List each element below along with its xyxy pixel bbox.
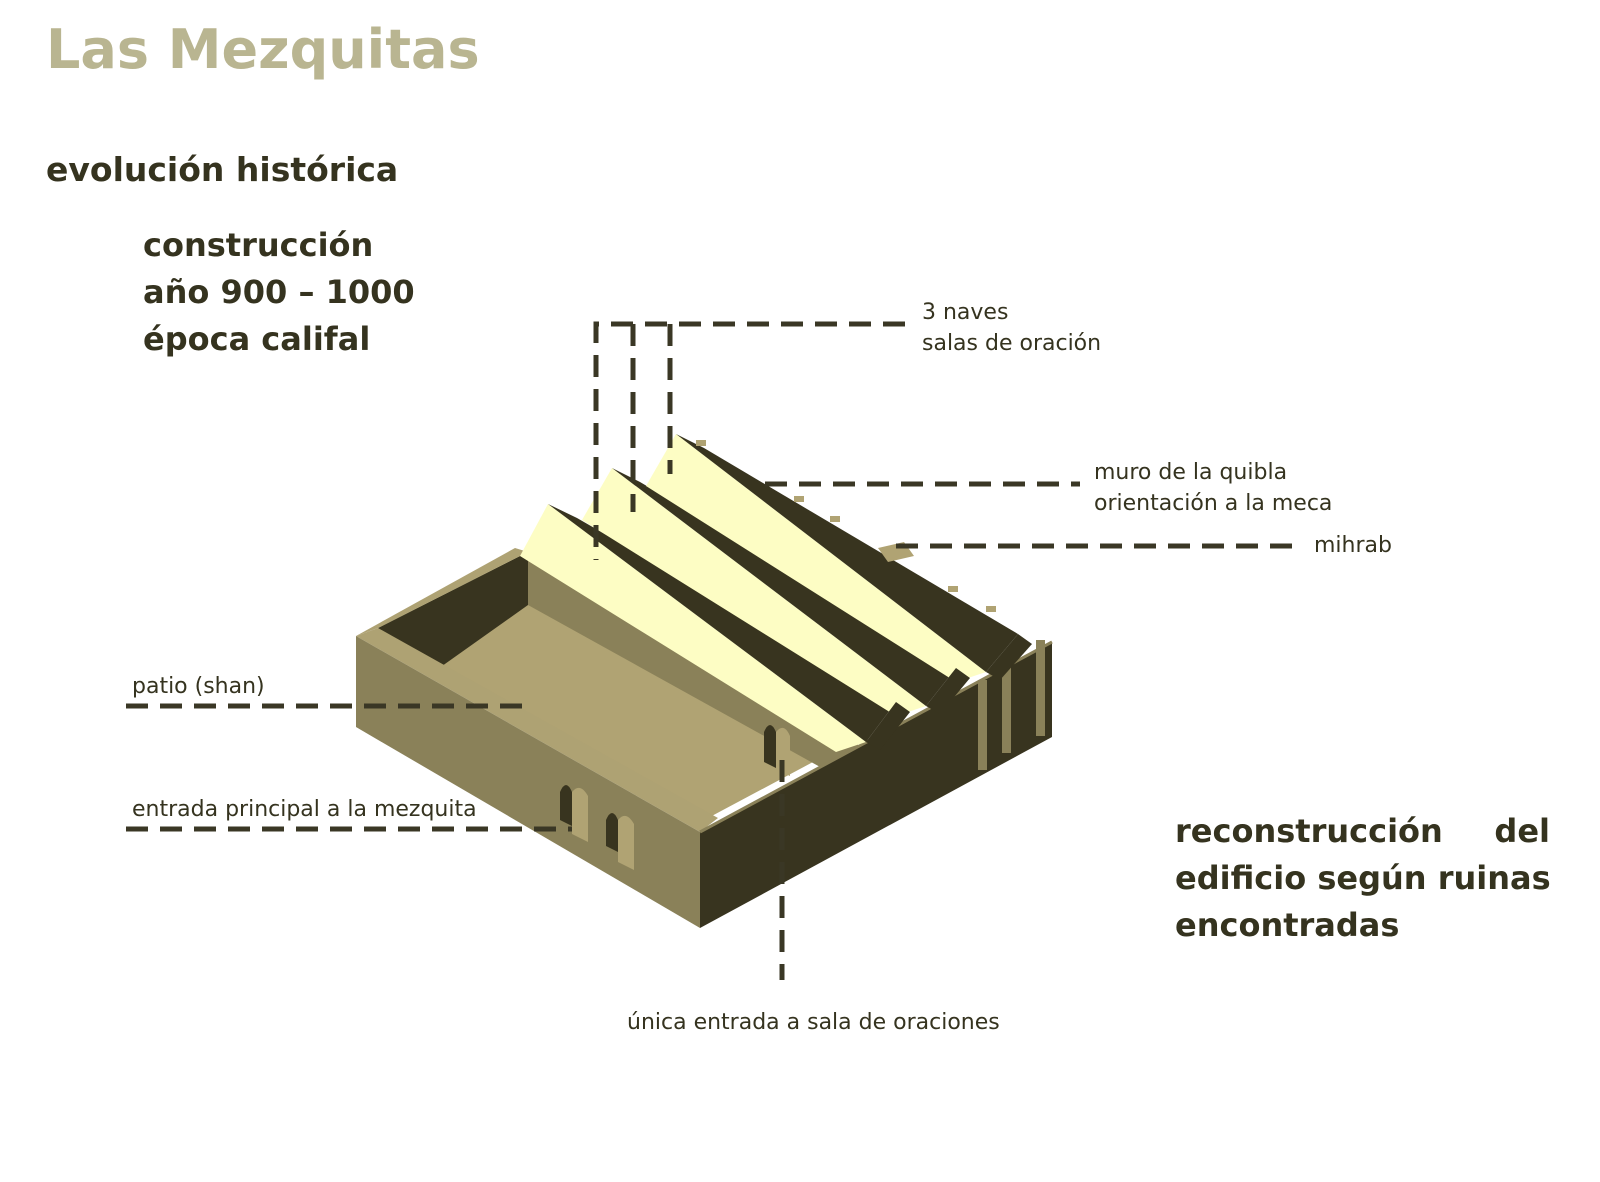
- stud-3: [830, 516, 840, 522]
- pilaster-3: [1036, 640, 1045, 736]
- page-title: Las Mezquitas: [46, 18, 480, 81]
- wall-rim-left: [356, 548, 528, 636]
- reconstruction-note: reconstrucción del edificio según ruinas…: [1175, 808, 1551, 949]
- construction-info: construcción año 900 – 1000 época califa…: [143, 222, 415, 363]
- wall-rim-front: [356, 628, 718, 832]
- label-unica-entrada: única entrada a sala de oraciones: [627, 1010, 1000, 1035]
- pilaster-2: [1002, 665, 1011, 753]
- patio-inner-wall-left: [378, 552, 528, 676]
- roof-nave-2: [582, 468, 956, 716]
- stud-4: [948, 586, 958, 592]
- label-naves-count: 3 naves: [922, 300, 1009, 325]
- label-quibla-wall: muro de la quibla: [1094, 460, 1288, 485]
- label-mihrab: mihrab: [1314, 533, 1392, 558]
- stud-5: [986, 606, 996, 612]
- leader-naves: [593, 321, 905, 560]
- label-patio: patio (shan): [132, 674, 265, 699]
- label-quibla-orientation: orientación a la meca: [1094, 491, 1333, 516]
- main-entrance-arch-2: [606, 813, 634, 870]
- construction-years: año 900 – 1000: [143, 273, 415, 311]
- label-quibla: muro de la quibla orientación a la meca: [1094, 457, 1332, 519]
- main-entrance-arch-1: [560, 785, 588, 842]
- roof-nave-3: [646, 434, 1018, 682]
- label-naves: 3 naves salas de oración: [922, 297, 1101, 359]
- outer-wall-right: [700, 642, 1052, 928]
- construction-label: construcción: [143, 226, 374, 264]
- reconstruction-line-1: reconstrucción del: [1175, 812, 1550, 850]
- reconstruction-line-3: encontradas: [1175, 906, 1400, 944]
- leader-lines: [126, 321, 1300, 980]
- gable-end-1: [866, 702, 910, 750]
- label-naves-desc: salas de oración: [922, 331, 1102, 356]
- roof-nave-1: [520, 504, 896, 752]
- outer-wall-front: [356, 636, 700, 928]
- pilaster-1: [978, 680, 987, 770]
- label-entrada-principal: entrada principal a la mezquita: [132, 797, 477, 822]
- construction-era: época califal: [143, 320, 371, 358]
- stud-1: [696, 440, 706, 446]
- reconstruction-line-2: edificio según ruinas: [1175, 859, 1551, 897]
- gable-end-3: [986, 634, 1032, 680]
- gable-end-2: [926, 668, 970, 714]
- stud-2: [794, 496, 804, 502]
- section-subtitle: evolución histórica: [46, 150, 399, 189]
